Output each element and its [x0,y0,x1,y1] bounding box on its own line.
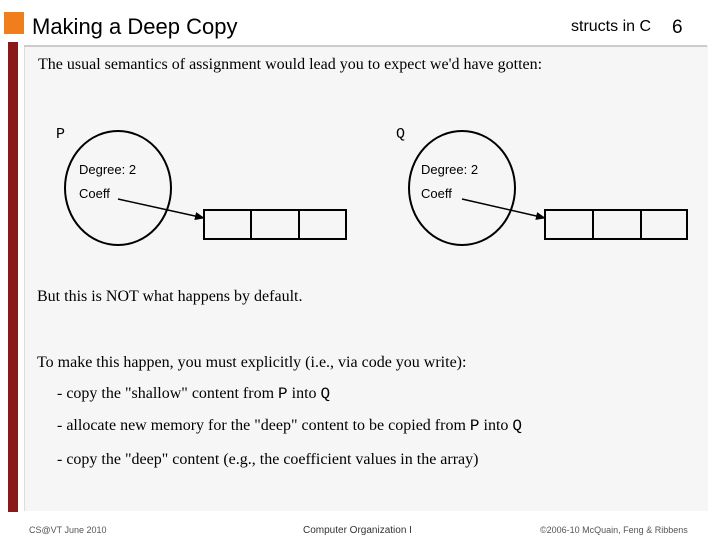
code-p: P [278,385,288,403]
footer-right: ©2006-10 McQuain, Feng & Ribbens [540,525,688,535]
code-q: Q [320,385,331,403]
footer-center: Computer Organization I [303,525,412,536]
explicit-text: To make this happen, you must explicitly… [37,354,467,371]
pointer-arrow-q [461,198,546,220]
bullet-allocate-memory: - allocate new memory for the "deep" con… [57,417,523,435]
slide-number: 6 [672,17,683,38]
section-header: structs in C [571,18,652,35]
struct-p-label: P [56,126,66,143]
bullet-dash: - [57,417,63,434]
struct-q-label: Q [396,126,406,143]
not-default-text: But this is NOT what happens by default. [37,288,303,305]
bullet-copy-shallow: - copy the "shallow" content from P into… [57,385,331,403]
struct-q-ellipse [408,130,516,246]
slide-title: Making a Deep Copy [32,14,238,39]
footer-left: CS@VT June 2010 [29,525,107,535]
code-p: P [469,417,480,435]
array-p [203,209,347,240]
array-q [544,209,688,240]
bullet-copy-deep: - copy the "deep" content (e.g., the coe… [57,451,479,468]
pointer-arrow-p [117,198,205,220]
intro-text: The usual semantics of assignment would … [38,56,543,73]
title-accent-square [4,12,24,34]
code-q: Q [512,417,523,435]
struct-p-degree: Degree: 2 [79,162,137,177]
bullet-dash: - [57,385,63,402]
header-divider [24,45,707,47]
left-accent-bar [8,42,18,512]
struct-p-coeff: Coeff [79,186,110,201]
struct-p-ellipse [64,130,172,246]
struct-q-degree: Degree: 2 [421,162,479,177]
struct-q-coeff: Coeff [421,186,452,201]
bullet-dash: - [57,451,63,468]
